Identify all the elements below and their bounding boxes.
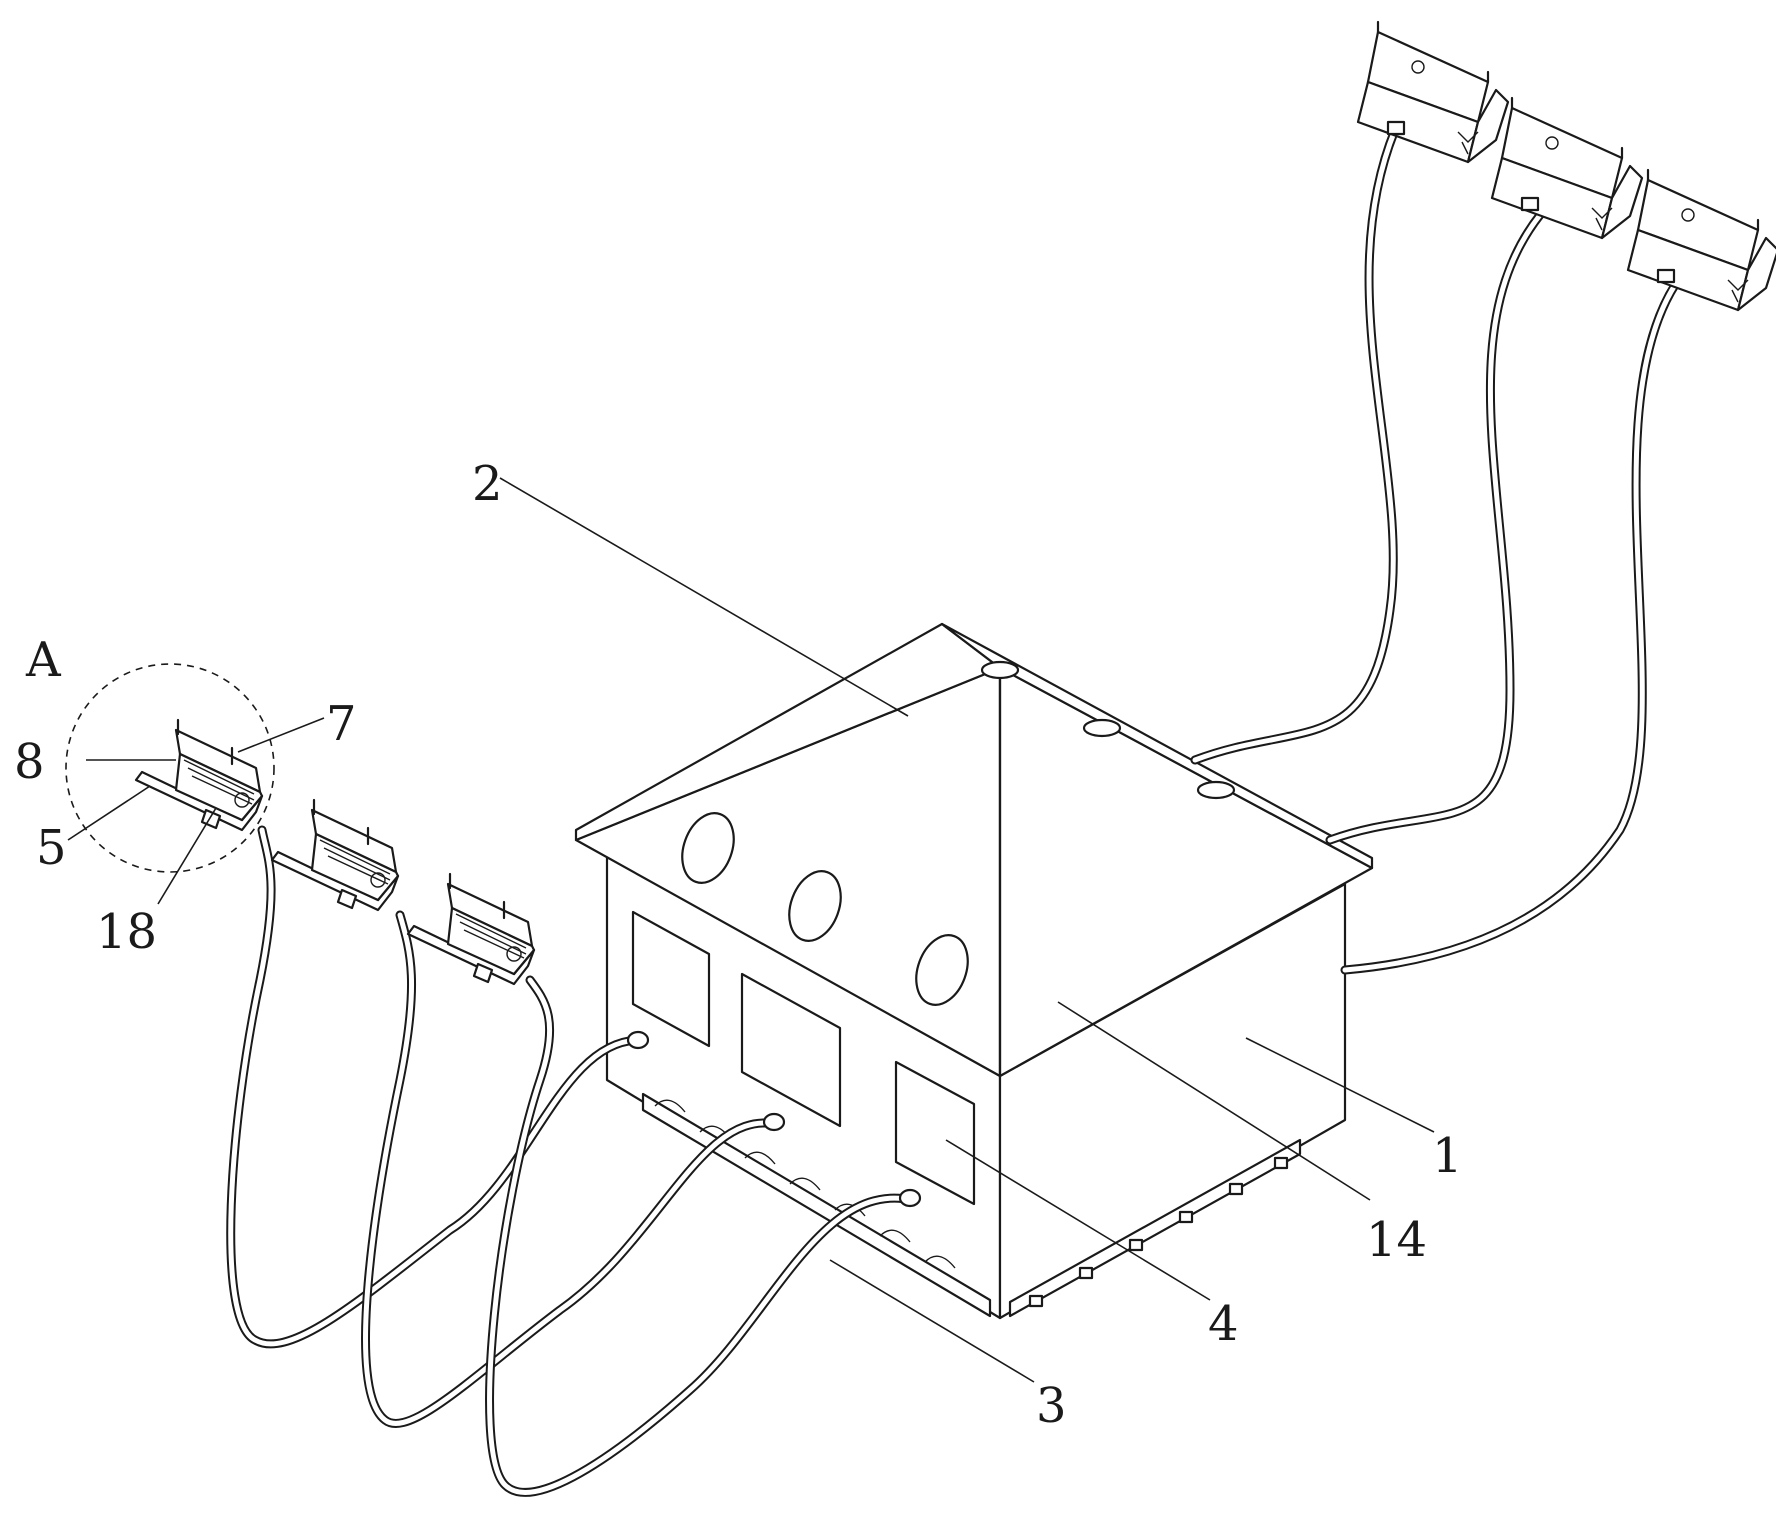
- clamp-left-2: [270, 798, 400, 912]
- label-roof-panel: 14: [1366, 1212, 1427, 1268]
- label-detail-a: A: [25, 632, 62, 688]
- roof: [574, 622, 1374, 1078]
- window-3: [894, 1060, 976, 1206]
- window-2: [740, 972, 842, 1128]
- clamp-left-1: [134, 718, 264, 832]
- label-clamp-part-7: 7: [326, 696, 357, 752]
- left-clamps: [134, 718, 536, 986]
- label-clamp-part-18: 18: [96, 904, 157, 960]
- roof-port: [788, 870, 842, 942]
- roof-hole: [980, 660, 1020, 680]
- labels: 2 1 14 4 3 A 8 7 5 18: [14, 456, 1463, 1434]
- clamp-left-3: [406, 872, 536, 986]
- label-housing: 1: [1432, 1128, 1463, 1184]
- feet: [1028, 1156, 1289, 1308]
- label-clamp-part-8: 8: [14, 734, 45, 790]
- roof-hole: [1082, 718, 1122, 738]
- roof-hole: [1196, 780, 1236, 800]
- label-roof: 2: [472, 456, 503, 512]
- clamp-right-2: [1490, 96, 1644, 240]
- detail-circle-a: [65, 663, 275, 873]
- clamp-right-1: [1356, 20, 1510, 164]
- roof-port: [915, 934, 969, 1006]
- roof-back-eave-right: [940, 622, 1374, 870]
- label-base-strip: 3: [1036, 1378, 1067, 1434]
- label-window: 4: [1208, 1296, 1239, 1352]
- clamp-right-3: [1626, 168, 1776, 312]
- base-strip-left: [641, 1092, 992, 1318]
- label-clamp-base: 5: [36, 820, 67, 876]
- base-bumps: [654, 1099, 956, 1269]
- right-clamps: [1356, 20, 1776, 312]
- cables: [226, 125, 1680, 1497]
- window-1: [631, 910, 711, 1048]
- leader-lines: [67, 477, 1435, 1383]
- roof-port: [681, 812, 735, 884]
